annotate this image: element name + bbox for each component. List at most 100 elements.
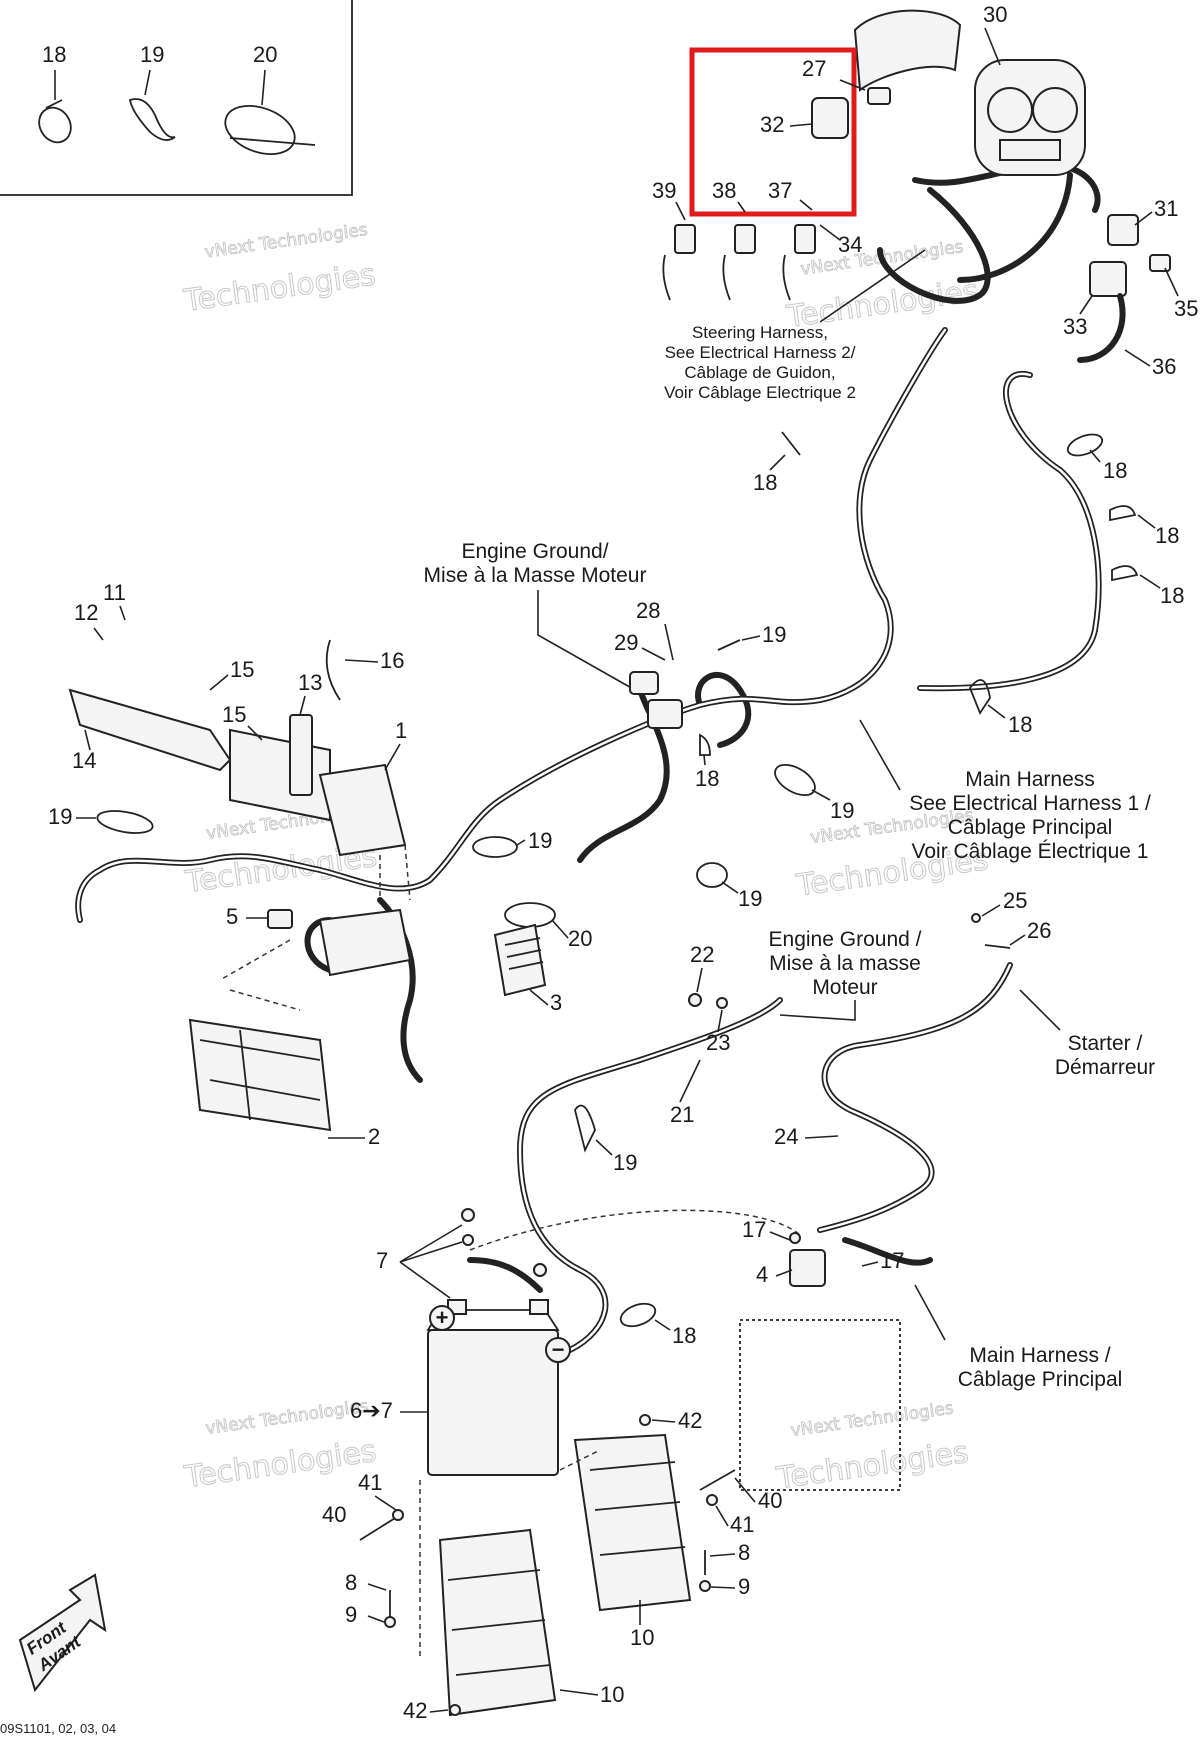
callout-19: 19 [830, 798, 854, 823]
main-harness-bottom-line1: Main Harness / [969, 1344, 1110, 1367]
engine-ground-mid-line1: Engine Ground / [769, 928, 922, 951]
main-harness-note-right: Main Harness See Electrical Harness 1 / … [859, 719, 1151, 863]
engine-ground-top-group: Engine Ground/ Mise à la Masse Moteur 28… [424, 540, 786, 729]
callout-18: 18 [42, 42, 66, 67]
watermark-line2: Technologies [181, 257, 378, 319]
callout-8: 8 [738, 1540, 750, 1565]
callout-32: 32 [760, 112, 784, 137]
steering-line4: Voir Câblage Electrique 2 [664, 383, 856, 402]
front-arrow: Front Avant [18, 1573, 107, 1693]
watermark-line2: Technologies [182, 1434, 379, 1496]
callout-8: 8 [345, 1570, 357, 1595]
callout-17: 17 [880, 1248, 904, 1273]
callout-38: 38 [712, 178, 736, 203]
callout-11: 11 [103, 580, 126, 605]
diagram-reference-code: 09S1101, 02, 03, 04 [0, 1721, 116, 1736]
callout-18: 18 [753, 470, 777, 495]
battery-group: + − 6➔7 7 [350, 1208, 801, 1476]
callout-18: 18 [1160, 583, 1184, 608]
battery-minus-symbol: − [552, 1337, 565, 1362]
callout-10: 10 [600, 1682, 624, 1707]
main-harness-wiring-highlight [76, 328, 1100, 1352]
callout-3: 3 [550, 990, 562, 1015]
callout-15: 15 [222, 702, 246, 727]
callout-42: 42 [678, 1408, 702, 1433]
engine-ground-top-line2: Mise à la Masse Moteur [424, 564, 647, 587]
steering-line2: See Electrical Harness 2/ [665, 343, 856, 362]
main-harness-right-line2: See Electrical Harness 1 / [909, 792, 1151, 815]
callout-20: 20 [253, 42, 277, 67]
callout-39: 39 [652, 178, 676, 203]
clamps: 18 18 18 18 18 18 19 19 19 20 19 19 [48, 431, 1184, 1348]
callout-19: 19 [48, 804, 72, 829]
callout-2: 2 [368, 1124, 380, 1149]
main-harness-right-line1: Main Harness [965, 768, 1095, 791]
engine-ground-mid-group: Engine Ground / Mise à la masse Moteur 2… [670, 928, 922, 1127]
callout-33: 33 [1063, 314, 1087, 339]
callout-41: 41 [730, 1512, 754, 1537]
callout-30: 30 [983, 2, 1007, 27]
callout-42: 42 [403, 1698, 427, 1723]
callout-23: 23 [706, 1030, 730, 1055]
callout-18: 18 [1155, 523, 1179, 548]
watermark-line1: vNext Technologies [789, 1398, 955, 1441]
steering-line3: Câblage de Guidon, [684, 363, 835, 382]
battery-trays: 10 10 42 42 40 41 40 41 8 9 8 9 [322, 1408, 782, 1723]
steering-line1: Steering Harness, [692, 323, 828, 342]
engine-ground-mid-line2: Mise à la masse [769, 952, 921, 975]
callout-10: 10 [630, 1625, 654, 1650]
callout-19: 19 [762, 622, 786, 647]
callout-18: 18 [1103, 458, 1127, 483]
solenoid-group: 4 17 17 Main Harness / Câblage Principal [739, 1217, 1123, 1491]
callout-9: 9 [345, 1602, 357, 1627]
callout-40: 40 [322, 1502, 346, 1527]
callout-17: 17 [742, 1217, 766, 1242]
callout-19: 19 [140, 42, 164, 67]
right-connectors: 31 33 35 36 [1063, 196, 1198, 379]
callout-14: 14 [72, 748, 96, 773]
watermark-line1: vNext Technologies [204, 1396, 370, 1439]
callout-12: 12 [74, 600, 98, 625]
highlight-box [689, 47, 857, 217]
callout-16: 16 [380, 648, 404, 673]
highlight-region: 27 32 37 38 [689, 47, 891, 217]
module-1: 1 [318, 718, 411, 901]
callout-34: 34 [838, 232, 862, 257]
callout-24: 24 [774, 1124, 798, 1149]
callout-18: 18 [672, 1323, 696, 1348]
engine-ground-top-line1: Engine Ground/ [461, 540, 608, 563]
steering-harness-note: Steering Harness, See Electrical Harness… [664, 249, 926, 402]
callout-19: 19 [613, 1150, 637, 1175]
watermark-line2: Technologies [774, 1435, 971, 1497]
main-harness-right-line3: Câblage Principal [948, 816, 1113, 839]
callout-29: 29 [614, 630, 638, 655]
callout-37: 37 [768, 178, 792, 203]
callout-21: 21 [670, 1102, 694, 1127]
callout-41: 41 [358, 1470, 382, 1495]
callout-20: 20 [568, 926, 592, 951]
callout-25: 25 [1003, 888, 1027, 913]
clamp-inset-box: 18 19 20 [0, 0, 353, 196]
battery-plus-symbol: + [436, 1305, 449, 1330]
callout-40: 40 [758, 1488, 782, 1513]
starter-line1: Starter / [1068, 1032, 1143, 1055]
main-harness-bottom-line2: Câblage Principal [958, 1368, 1123, 1391]
callout-5: 5 [226, 904, 238, 929]
callout-1: 1 [395, 718, 407, 743]
callout-7: 7 [376, 1248, 388, 1273]
callout-31: 31 [1154, 196, 1178, 221]
callout-9: 9 [738, 1574, 750, 1599]
callout-36: 36 [1152, 354, 1176, 379]
engine-ground-mid-line3: Moteur [812, 976, 877, 999]
callout-27: 27 [802, 56, 826, 81]
ignition-coils: 39 34 [652, 178, 862, 301]
left-bracket-assembly: 11 12 13 14 15 15 16 [68, 580, 404, 822]
callout-35: 35 [1174, 296, 1198, 321]
starter-line2: Démarreur [1055, 1056, 1155, 1079]
callout-13: 13 [298, 670, 322, 695]
callout-28: 28 [636, 598, 660, 623]
fuse-box-and-tray: 5 2 [188, 904, 412, 1149]
callout-19: 19 [528, 828, 552, 853]
callout-18: 18 [695, 766, 719, 791]
